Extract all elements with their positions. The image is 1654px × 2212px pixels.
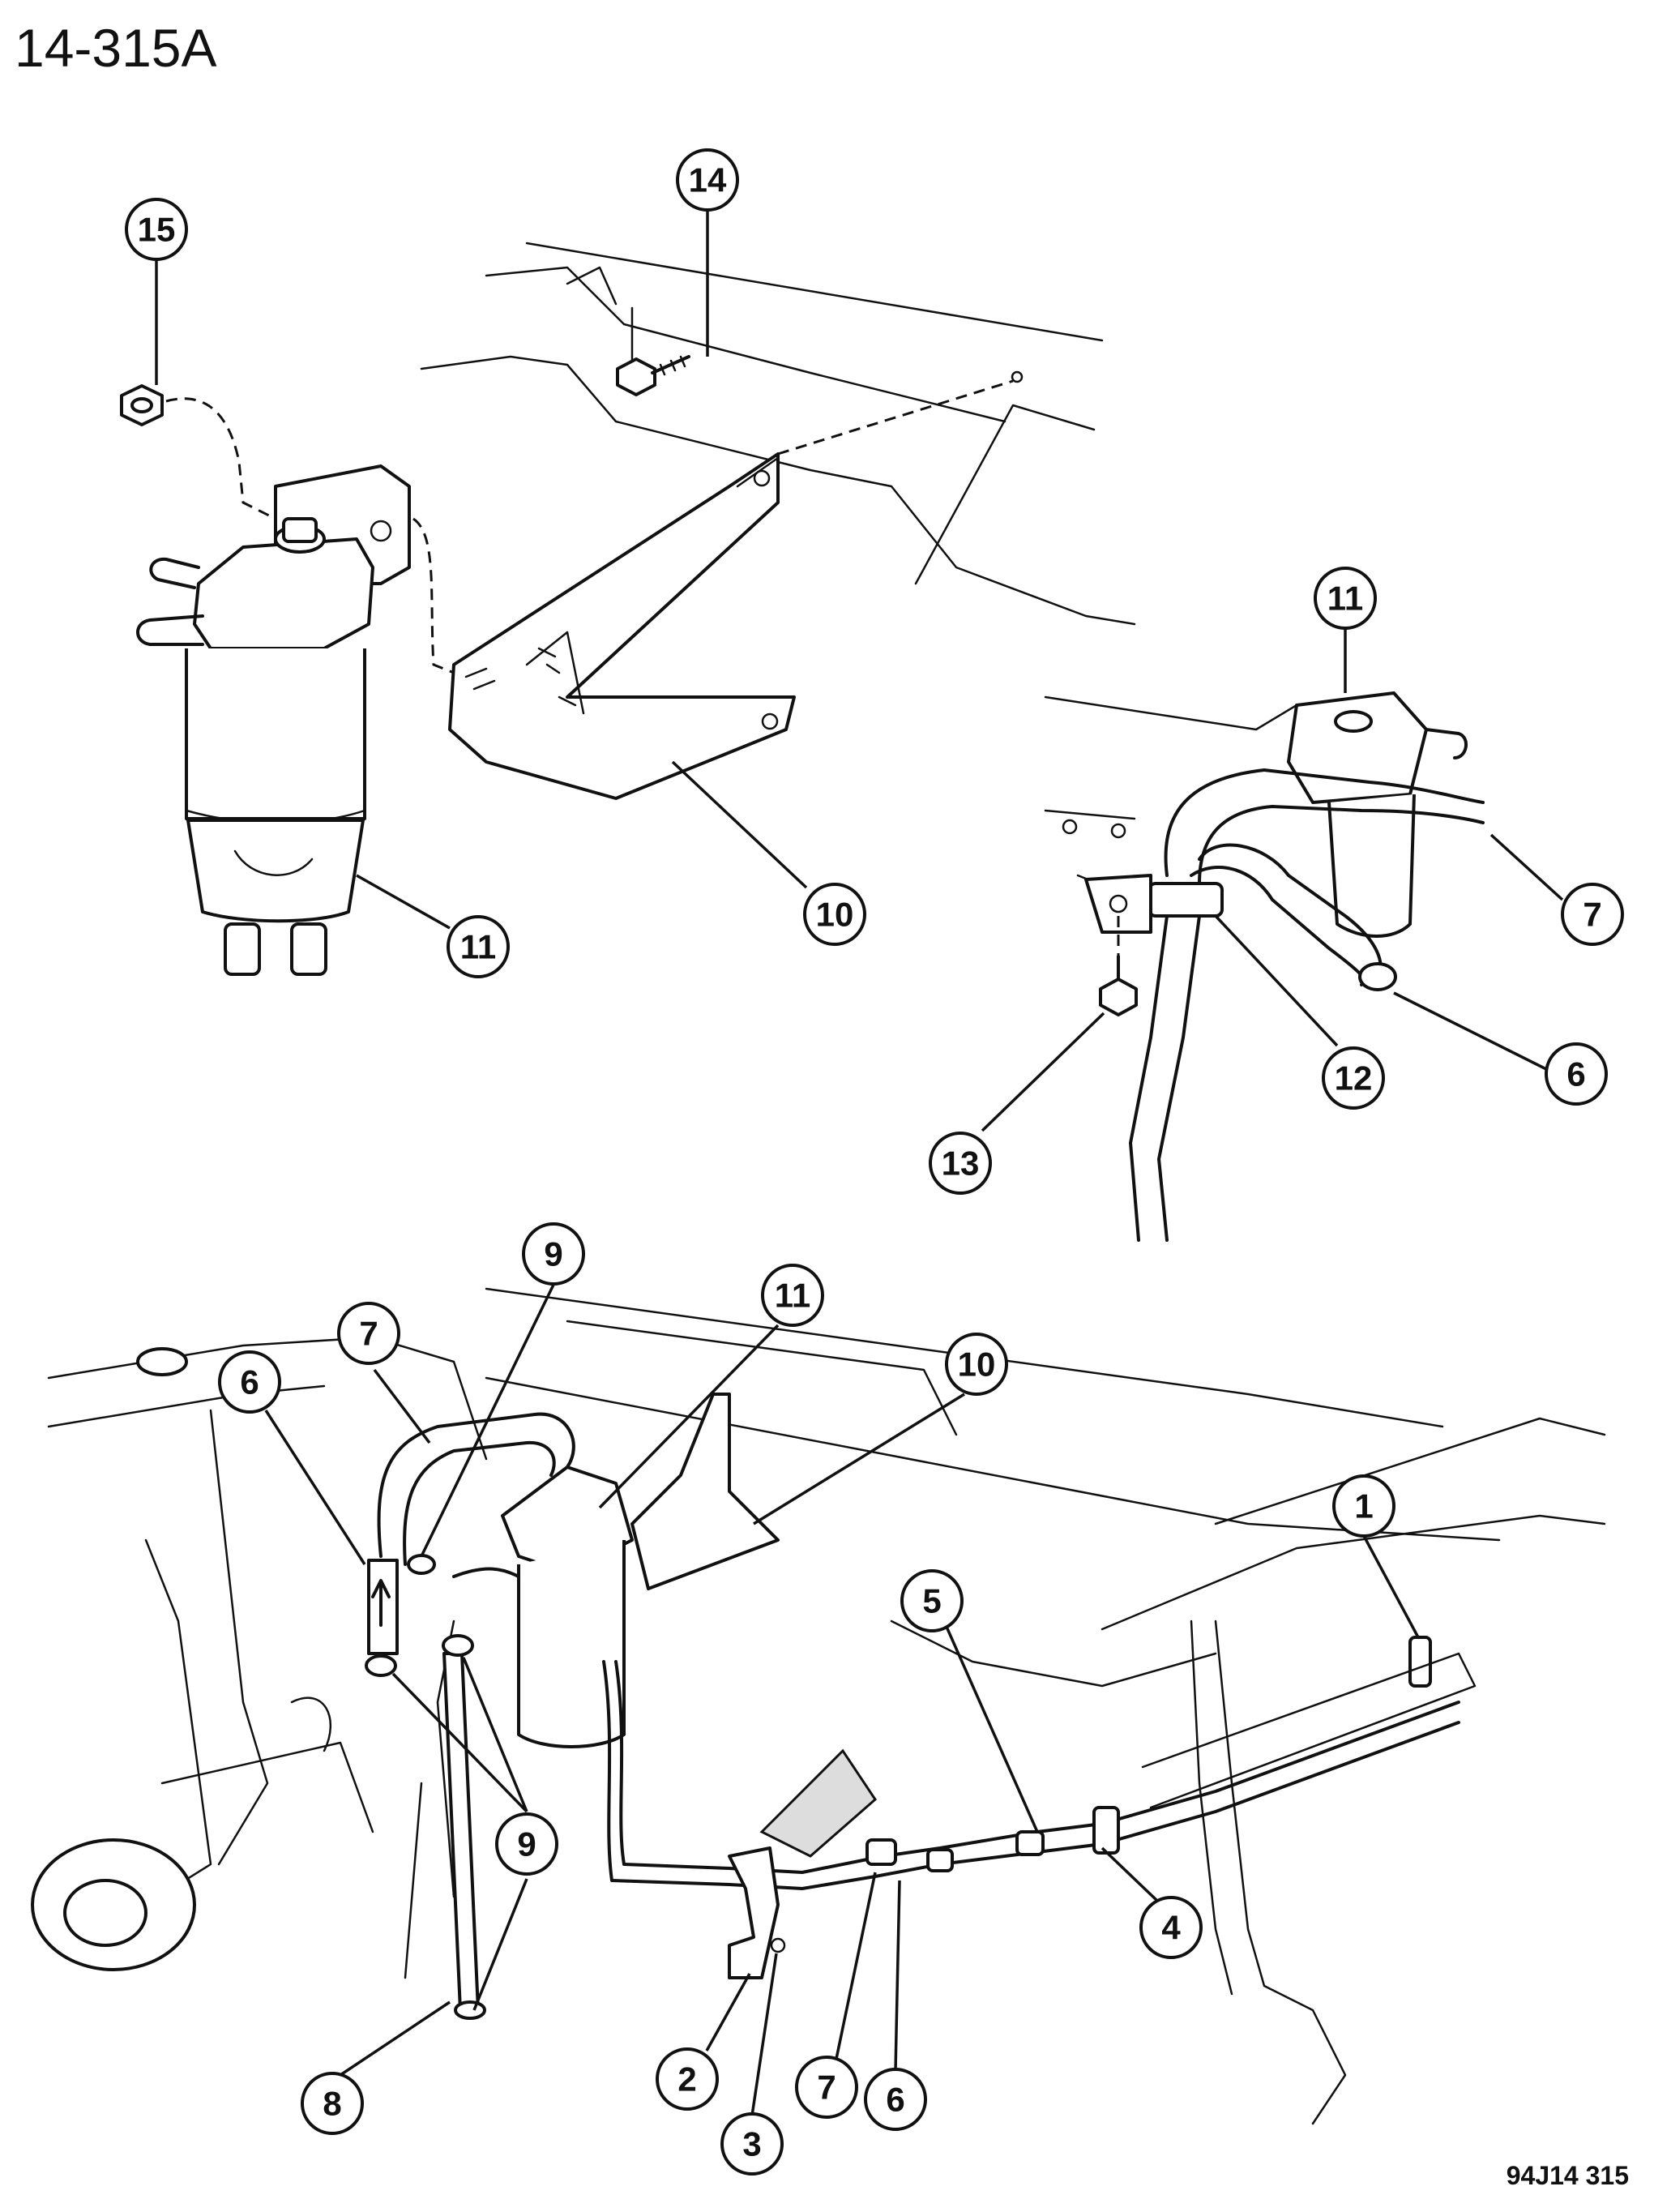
svg-text:5: 5 (922, 1582, 941, 1620)
callout-3: 3 (720, 2112, 784, 2176)
callout-11-top-left: 11 (447, 915, 510, 978)
svg-text:3: 3 (742, 2125, 761, 2163)
svg-text:4: 4 (1161, 1909, 1181, 1947)
svg-text:6: 6 (1566, 1055, 1585, 1093)
svg-text:13: 13 (942, 1145, 980, 1183)
bolt-14-drawing (616, 355, 690, 396)
svg-text:12: 12 (1335, 1059, 1373, 1097)
callout-14: 14 (676, 148, 739, 212)
leader-lines (155, 211, 1564, 2116)
detail-view-top-right (1044, 691, 1485, 1242)
fuel-filter-exploded (120, 384, 455, 976)
callout-6-bottom-hose: 6 (218, 1350, 281, 1414)
svg-text:7: 7 (817, 2069, 836, 2107)
callout-15: 15 (125, 198, 188, 261)
frame-rail-top (420, 242, 1136, 626)
callout-5: 5 (900, 1569, 964, 1632)
callout-2: 2 (656, 2047, 719, 2111)
svg-text:6: 6 (886, 2081, 904, 2119)
callout-9-top: 9 (522, 1222, 585, 1286)
mounting-bracket-10 (448, 452, 796, 800)
callout-7-bottom-line: 7 (795, 2056, 858, 2119)
assembly-view-bottom (31, 1287, 1606, 2125)
diagram-code: 94J14 315 (1507, 2161, 1629, 2190)
svg-text:9: 9 (517, 1825, 536, 1863)
callout-7-bottom-hose: 7 (337, 1302, 400, 1365)
callout-4: 4 (1139, 1896, 1203, 1959)
callout-12: 12 (1322, 1046, 1385, 1110)
svg-text:2: 2 (677, 2060, 696, 2099)
svg-text:14: 14 (689, 161, 727, 199)
svg-text:11: 11 (460, 928, 496, 966)
svg-text:10: 10 (958, 1346, 996, 1384)
callout-11-top-right: 11 (1314, 567, 1377, 630)
svg-text:8: 8 (323, 2085, 341, 2123)
svg-text:15: 15 (138, 211, 176, 249)
callout-6-top-right: 6 (1545, 1042, 1608, 1106)
callout-13: 13 (929, 1132, 992, 1195)
callout-9-bottom: 9 (495, 1812, 558, 1876)
page-title: 14-315A (15, 18, 217, 78)
svg-text:11: 11 (775, 1277, 810, 1315)
callout-8: 8 (301, 2072, 364, 2135)
svg-text:7: 7 (1583, 896, 1601, 934)
nut-15-drawing (120, 384, 164, 426)
svg-text:10: 10 (816, 896, 854, 934)
callout-10-top: 10 (803, 883, 866, 946)
callout-1: 1 (1332, 1474, 1395, 1538)
callout-10-bottom: 10 (945, 1333, 1008, 1396)
svg-text:7: 7 (359, 1315, 378, 1353)
callout-11-bottom: 11 (761, 1264, 824, 1327)
callout-7-top-right: 7 (1561, 883, 1624, 946)
svg-text:1: 1 (1354, 1487, 1373, 1525)
callout-6-bottom-line: 6 (864, 2068, 927, 2131)
svg-text:9: 9 (544, 1235, 562, 1273)
svg-text:11: 11 (1327, 580, 1363, 618)
svg-text:6: 6 (240, 1363, 259, 1401)
